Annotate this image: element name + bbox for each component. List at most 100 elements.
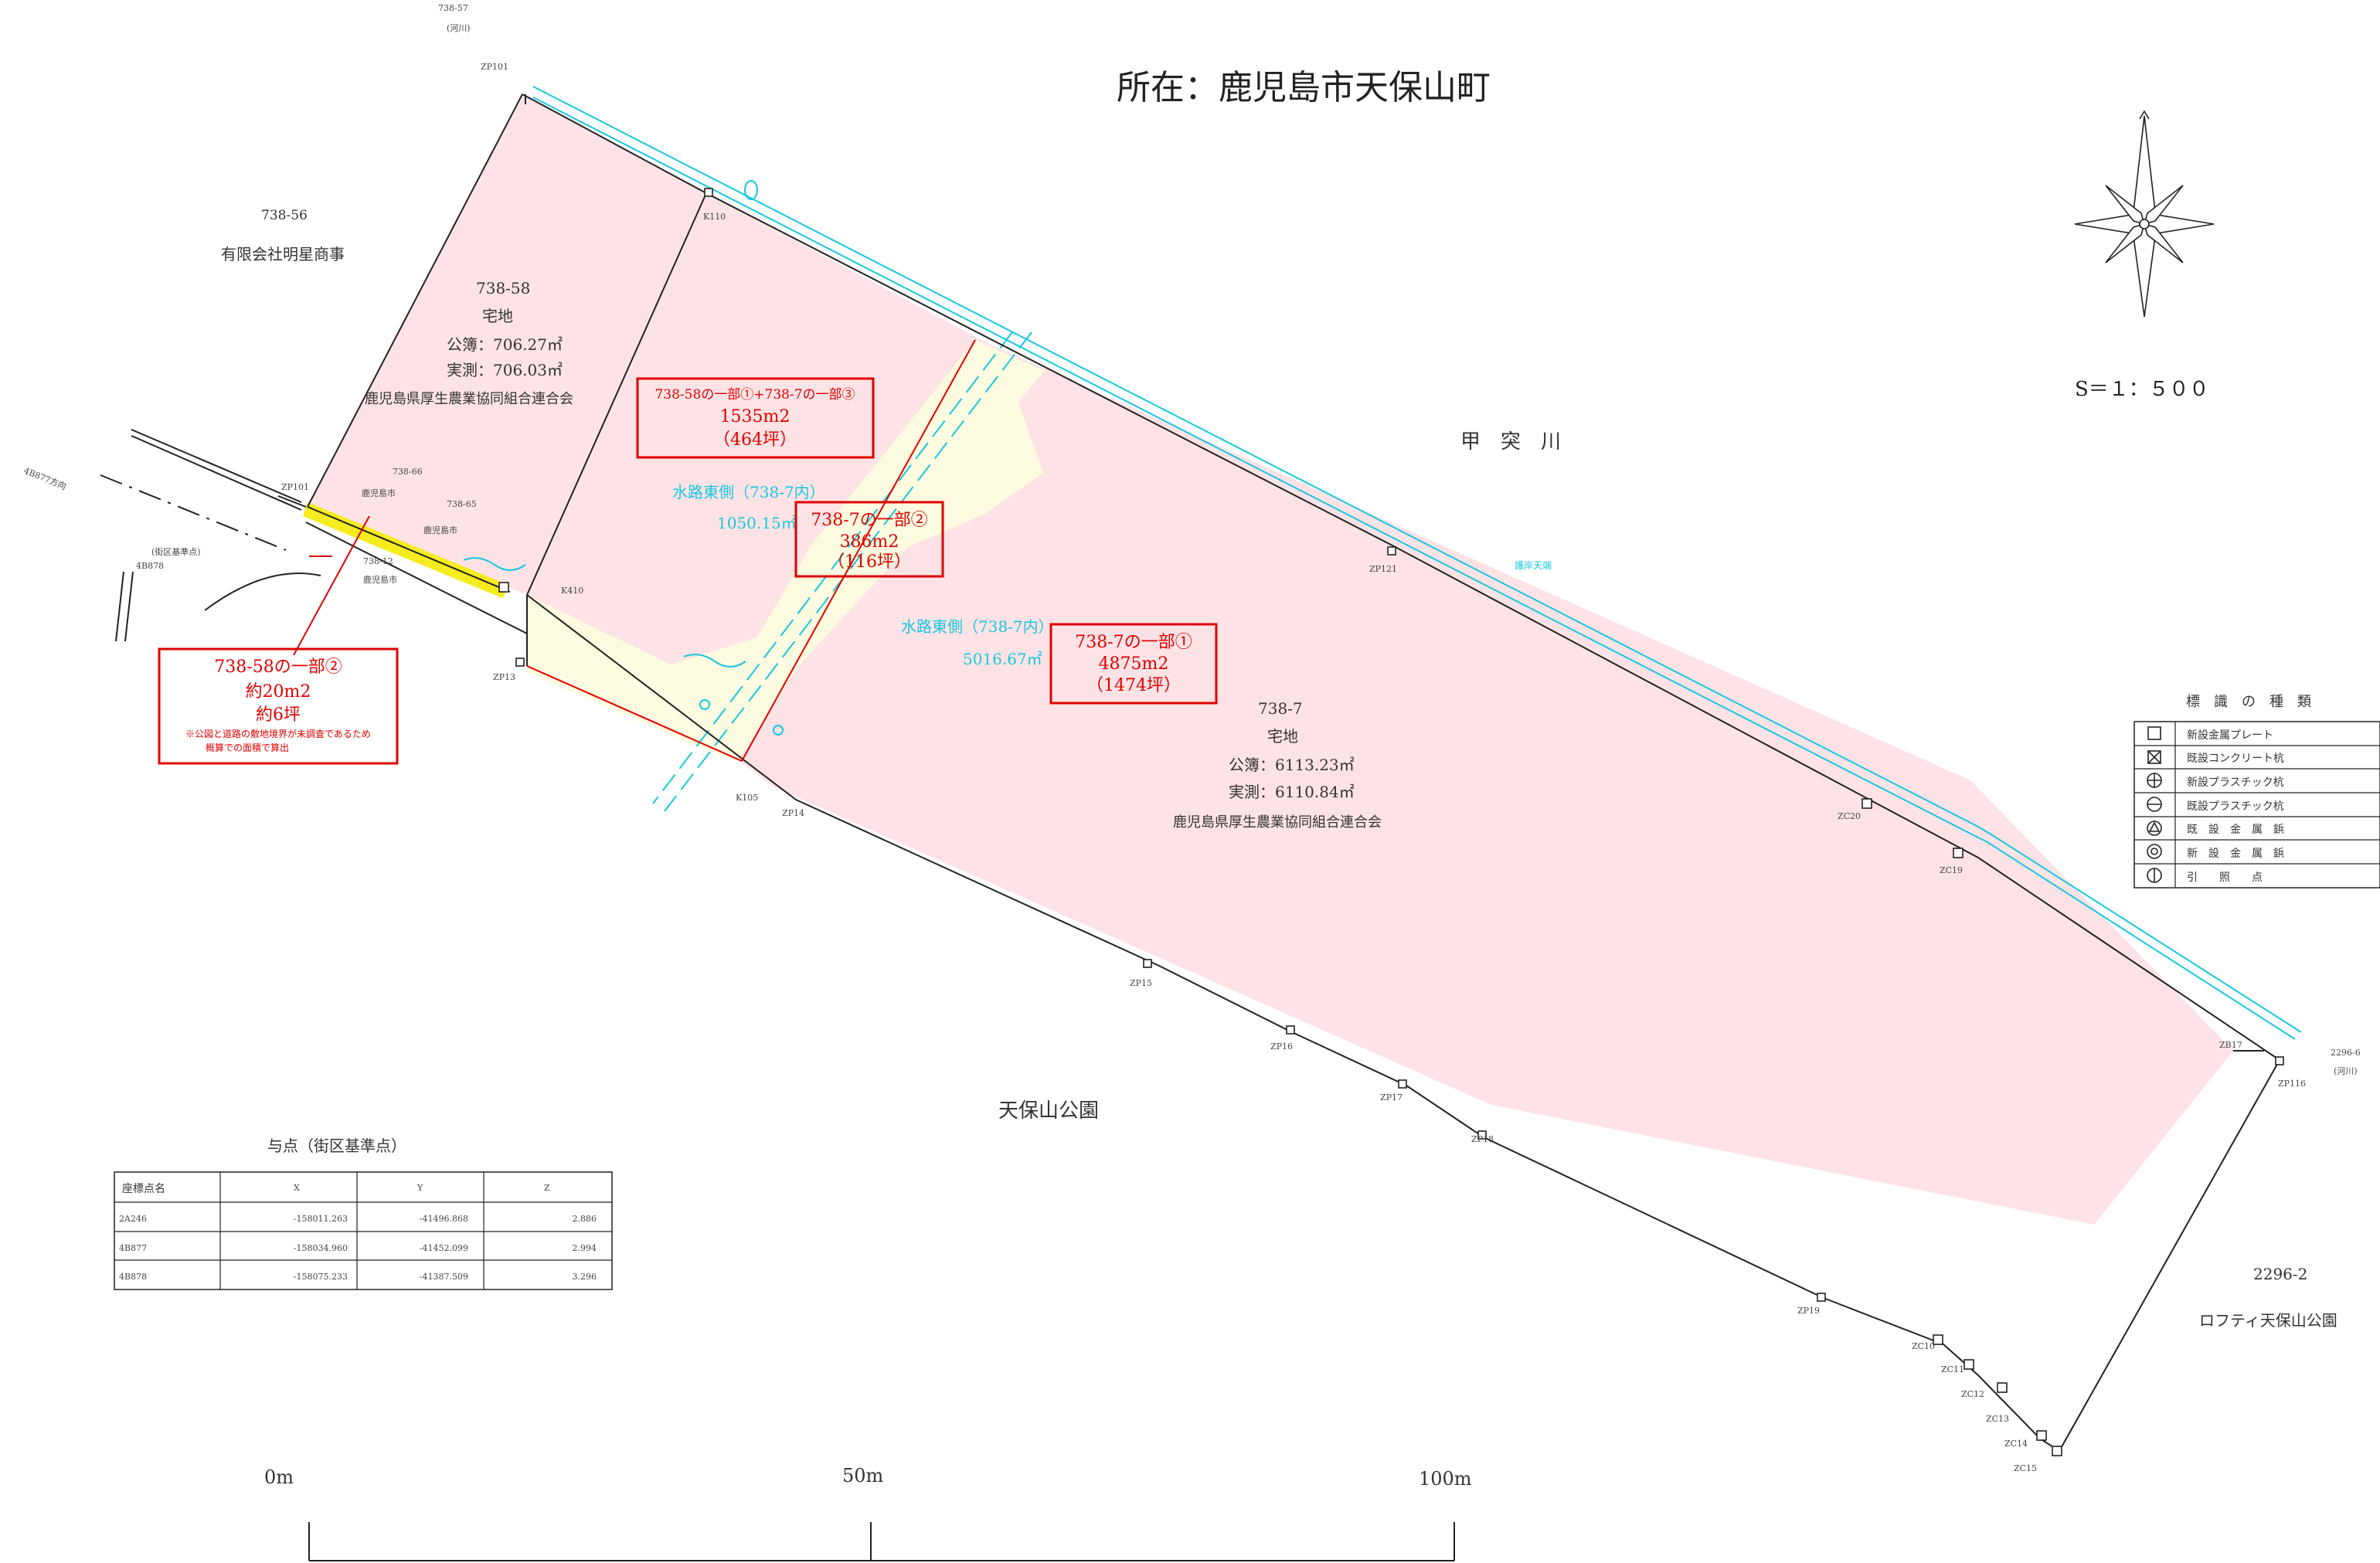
waterway-bridge-label: 護岸天端 <box>1515 559 1552 571</box>
label-kagoshima-2: 鹿児島市 <box>423 525 457 535</box>
callout-part2: 738-7の一部② 386m2 （116坪） <box>794 501 944 578</box>
point-zp15: ZP15 <box>1130 978 1152 988</box>
parcel-738-58-koubo: 公簿：706.27㎡ <box>447 335 563 354</box>
cp-row2-z: 3.296 <box>573 1272 597 1282</box>
legend-title: 標 識 の 種 類 <box>2186 694 2311 710</box>
cp-row2-y: -41387.509 <box>420 1272 468 1282</box>
callout-part58-title: 738-58の一部② <box>214 657 342 677</box>
legend-item-3: 既設プラスチック杭 <box>2187 800 2284 813</box>
parcel-738-58-owner: 鹿児島県厚生農業協同組合連合会 <box>365 391 573 407</box>
label-738-66: 738-66 <box>393 467 423 477</box>
legend-double-circle-icon <box>2147 844 2162 859</box>
callout-part1-area: 4875m2 <box>1099 654 1169 674</box>
legend-item-5: 新 設 金 属 鋲 <box>2187 848 2284 860</box>
point-k105: K105 <box>736 793 758 803</box>
cp-row2-x: -158075.233 <box>294 1272 348 1282</box>
legend-item-0: 新設金属プレート <box>2187 729 2273 742</box>
point-zp13: ZP13 <box>493 672 515 682</box>
callout-part58-note2: 概算での面積で算出 <box>206 742 289 753</box>
point-zc14: ZC14 <box>2004 1439 2028 1449</box>
legend-crossed-square-icon <box>2147 750 2161 764</box>
cp-row1-x: -158034.960 <box>294 1243 348 1253</box>
legend: 標 識 の 種 類 新設金属プレート 既設コンクリート杭 <box>2134 694 2380 889</box>
label-738-12: 738-12 <box>363 556 393 566</box>
callout-part2-area: 386m2 <box>840 532 899 552</box>
cp-header-y: Y <box>416 1183 423 1193</box>
left-ref-label: (街区基準点) <box>151 546 201 557</box>
cp-header-name: 座標点名 <box>122 1183 165 1195</box>
parcel-738-7-use: 宅地 <box>1267 727 1298 746</box>
cp-row0-y: -41496.868 <box>420 1214 468 1224</box>
parcel-738-7-koubo: 公簿：6113.23㎡ <box>1229 756 1355 774</box>
north-arrow-icon <box>2074 110 2215 318</box>
scale-label-50: 50m <box>842 1465 884 1487</box>
loft-name-label: ロフティ天保山公園 <box>2199 1311 2338 1330</box>
waterway-east-name: 水路東側（738-7内） <box>901 617 1054 636</box>
legend-square-icon <box>2147 726 2161 740</box>
scale-label-100: 100m <box>1419 1468 1472 1490</box>
point-zp101b: ZP101 <box>281 482 309 492</box>
parcel-738-7-number: 738-7 <box>1258 699 1303 718</box>
label-kagoshima-1: 鹿児島市 <box>362 488 396 498</box>
point-zc10: ZC10 <box>1912 1341 1935 1351</box>
top-kasen-label: (河川) <box>447 23 471 33</box>
point-zp14: ZP14 <box>782 808 804 818</box>
parcel-738-58-area <box>308 94 706 595</box>
callout-part2-tsubo: （116坪） <box>828 552 911 572</box>
river-banks <box>532 86 2302 1040</box>
road-corridor-area <box>527 340 1045 761</box>
waterway-east-area: 5016.67㎡ <box>963 650 1042 668</box>
cp-row0-name: 2A246 <box>119 1214 147 1224</box>
left-direction-label: 4B877方向 <box>22 465 68 492</box>
cp-row1-y: -41452.099 <box>420 1243 468 1253</box>
legend-item-2: 新設プラスチック杭 <box>2187 776 2284 789</box>
parcel-738-58-jissoku: 実測：706.03㎡ <box>447 361 563 379</box>
parcel-738-56-number: 738-56 <box>261 208 308 223</box>
parcel-738-58-number: 738-58 <box>476 279 530 297</box>
point-zb17: ZB17 <box>2219 1040 2242 1050</box>
callout-part1-title: 738-7の一部① <box>1075 633 1192 652</box>
point-k410: K410 <box>561 586 583 596</box>
point-zc13: ZC13 <box>1986 1414 2009 1424</box>
point-zp116: ZP116 <box>2278 1079 2306 1089</box>
legend-item-1: 既設コンクリート杭 <box>2187 753 2284 765</box>
waterway-west-area: 1050.15㎡ <box>717 514 797 532</box>
callout-part58-area: 約20m2 <box>246 682 311 702</box>
parcel-738-56-owner: 有限会社明星商事 <box>221 245 345 263</box>
cp-row0-x: -158011.263 <box>294 1214 348 1224</box>
point-zc11: ZC11 <box>1941 1364 1964 1374</box>
right-kasen-label: (河川) <box>2334 1066 2358 1076</box>
callout-combined-title: 738-58の一部①+738-7の一部③ <box>654 387 855 403</box>
top-point-label: ZP101 <box>481 62 508 72</box>
point-zp17: ZP17 <box>1380 1092 1402 1103</box>
point-zp121: ZP121 <box>1369 564 1397 574</box>
legend-icons <box>2147 726 2162 883</box>
location-title: 所在：鹿児島市天保山町 <box>1117 68 1491 107</box>
label-kagoshima-3: 鹿児島市 <box>363 574 397 585</box>
callout-738-58-part2: 738-58の一部② 約20m2 約6坪 ※公図と道路の敷地境界が未調査であるた… <box>158 647 399 765</box>
point-zc15: ZC15 <box>2014 1463 2037 1473</box>
right-code-label: 2296-6 <box>2331 1048 2361 1058</box>
scale-text: S＝１：５００ <box>2075 378 2209 401</box>
parcel-738-58-use: 宅地 <box>482 307 513 325</box>
top-code-label: 738-57 <box>438 3 468 13</box>
scale-bar <box>308 1522 1455 1561</box>
cp-header-z: Z <box>544 1183 550 1193</box>
cp-header-x: X <box>294 1183 300 1193</box>
point-k110: K110 <box>703 212 726 222</box>
parcel-738-7-jissoku: 実測：6110.84㎡ <box>1229 783 1355 801</box>
point-zc19: ZC19 <box>1940 865 1963 875</box>
point-zc12: ZC12 <box>1961 1389 1984 1399</box>
cp-row1-z: 2.994 <box>573 1243 597 1253</box>
boundary-lines <box>100 93 2280 1452</box>
cp-row2-name: 4B878 <box>119 1272 147 1282</box>
point-id-labels: K110 ZP101 K410 ZP13 K105 ZP14 ZP121 ZP1… <box>281 212 2306 1473</box>
parcel-738-7-area <box>527 193 2233 1225</box>
legend-circle-triangle-icon <box>2147 821 2162 836</box>
control-points-table: 与点（街区基準点） 座標点名 X Y Z 2A246 -158011.263 -… <box>114 1137 613 1290</box>
cp-row1-name: 4B877 <box>119 1243 147 1253</box>
boundary-markers <box>498 188 2284 1456</box>
callout-part2-title: 738-7の一部② <box>811 511 927 530</box>
callout-part1: 738-7の一部① 4875m2 （1474坪） <box>1049 623 1218 705</box>
